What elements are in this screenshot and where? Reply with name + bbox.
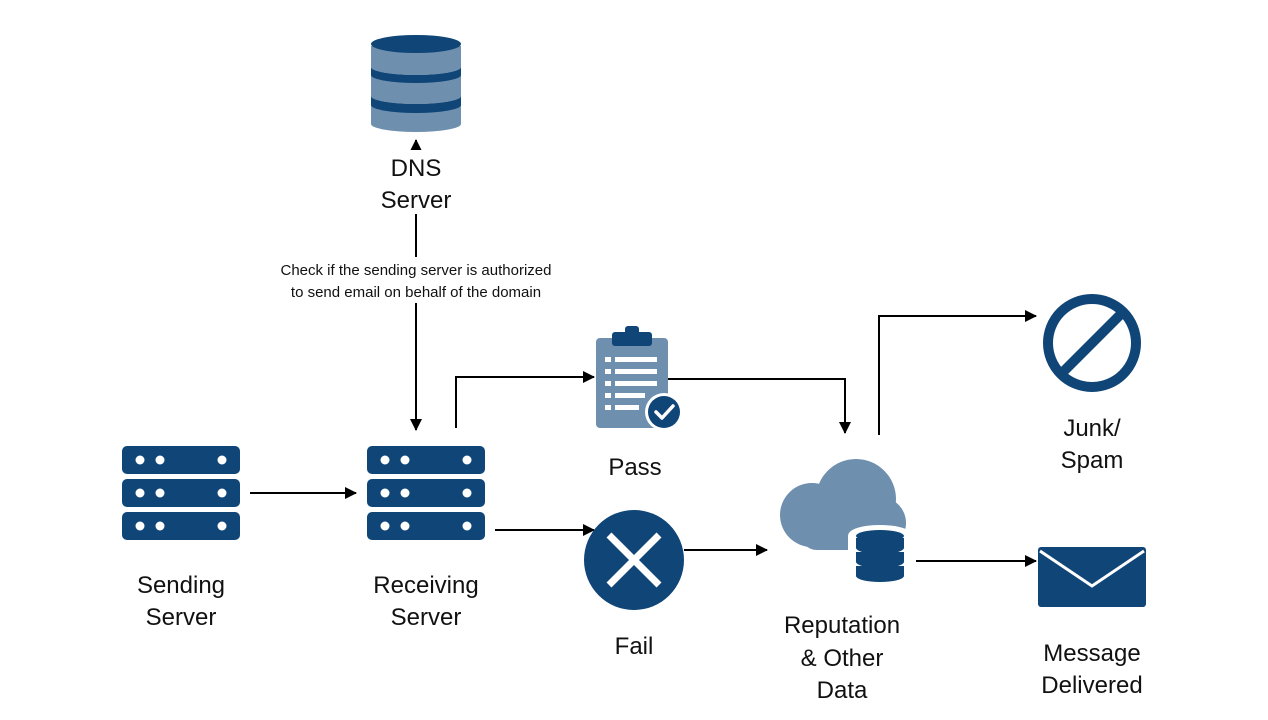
dns-server-label-line2: Server [381, 187, 452, 214]
prohibited-icon [1043, 294, 1141, 392]
receiving-server-node: Receiving Server [367, 446, 485, 631]
fail-node: Fail [584, 510, 684, 660]
cloud-database-icon [780, 459, 912, 588]
dns-server-label-line1: DNS [391, 155, 442, 182]
sending-server-label-line2: Server [146, 604, 217, 631]
junk-spam-node: Junk/ Spam [1043, 294, 1141, 474]
database-icon [371, 35, 461, 132]
arrow-reputation-to-junk [878, 310, 1037, 435]
receiving-server-label-line2: Server [391, 604, 462, 631]
message-delivered-label-line1: Message [1043, 640, 1140, 667]
pass-label: Pass [608, 454, 661, 481]
envelope-icon [1038, 547, 1146, 607]
reputation-label-line2: & Other [801, 645, 884, 672]
arrow-pass-to-reputation [668, 378, 851, 434]
message-delivered-label-line2: Delivered [1041, 672, 1142, 699]
message-delivered-node: Message Delivered [1038, 547, 1146, 699]
x-circle-icon [584, 510, 684, 610]
arrow-receiving-to-pass [455, 371, 595, 428]
junk-spam-label-line2: Spam [1061, 447, 1124, 474]
authorization-check-note-line2: to send email on behalf of the domain [291, 284, 541, 301]
clipboard-check-icon [596, 326, 683, 431]
sending-server-label-line1: Sending [137, 572, 225, 599]
reputation-label-line3: Data [817, 677, 868, 704]
authorization-check-note-line1: Check if the sending server is authorize… [281, 262, 552, 279]
reputation-label-line1: Reputation [784, 612, 900, 639]
sending-server-node: Sending Server [122, 446, 240, 631]
database-icon [848, 525, 912, 588]
pass-node: Pass [596, 326, 683, 481]
dns-server-node: DNS Server [371, 35, 461, 214]
receiving-server-label-line1: Receiving [373, 572, 478, 599]
server-rack-icon [122, 446, 240, 540]
fail-label: Fail [615, 633, 654, 660]
server-rack-icon [367, 446, 485, 540]
reputation-node: Reputation & Other Data [780, 459, 912, 704]
junk-spam-label-line1: Junk/ [1063, 415, 1121, 442]
authorization-check-note: Check if the sending server is authorize… [262, 257, 572, 303]
